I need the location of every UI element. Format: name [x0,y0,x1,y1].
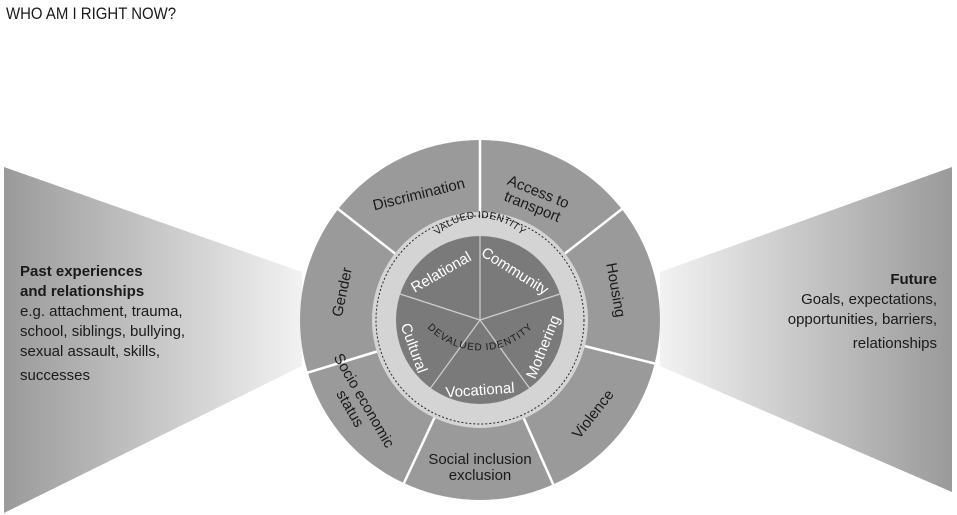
ring-label-social: Social inclusion exclusion [428,451,531,484]
outer-divider [335,206,398,256]
core-divider [479,319,530,389]
right-heading: Future [890,271,937,288]
ring-label-social-line-1: Social inclusion [428,451,531,468]
outer-divider [305,349,379,375]
outer-divider [401,415,437,486]
past-experiences-text: Past experiences and relationships e.g. … [20,263,185,384]
ring-label-access: Access to transport [502,172,572,226]
outer-divider [562,206,625,256]
core-divider [430,319,481,389]
left-body-line-3: sexual assault, skills, [20,343,160,360]
core-divider [479,293,561,321]
future-text: Future Goals, expectations, opportunitie… [788,271,937,352]
core-label-vocational-text: Vocational [445,380,515,402]
right-body-line-2: opportunities, barriers, [788,311,937,328]
page-title: WHO AM I RIGHT NOW? [6,4,177,23]
band-dashed-outline [375,215,585,425]
core-label-vocational: Vocational [445,380,515,402]
outer-divider [521,416,556,487]
right-body-line-1: Goals, expectations, [801,291,937,308]
outer-ring-dividers [305,138,657,487]
left-body-line-1: e.g. attachment, trauma, [20,303,183,320]
core-dividers [399,236,561,389]
identity-wheel: VALUED IDENTITY DEVALUED IDENTITY Discri… [300,138,660,500]
future-funnel [660,167,952,492]
core-divider [399,293,481,321]
outer-divider [582,344,657,366]
left-body-line-2: school, siblings, bullying, [20,323,185,340]
left-body-line-4: successes [20,367,90,384]
left-heading-line-1: Past experiences [20,263,143,280]
past-experiences-funnel [4,167,302,513]
ring-label-social-line-2: exclusion [449,467,512,484]
right-body-line-3: relationships [853,335,937,352]
left-heading-line-2: and relationships [20,283,144,300]
